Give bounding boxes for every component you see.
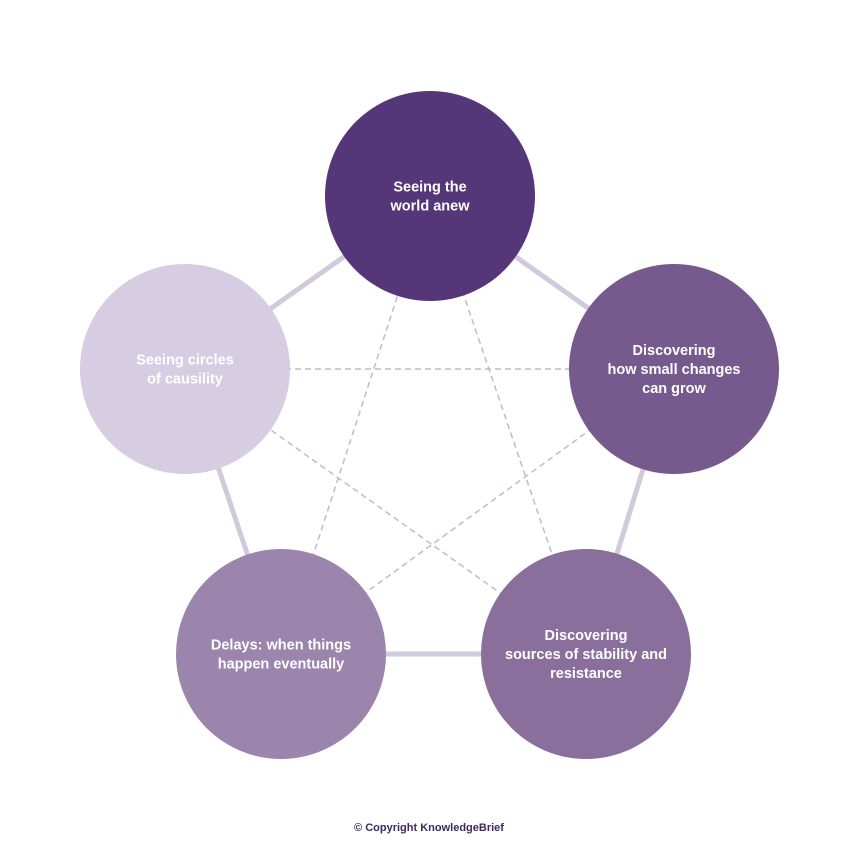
node-circle-right xyxy=(569,264,779,474)
node-label-bottom-right-line-2: resistance xyxy=(550,666,622,682)
node-circle-bottom-left xyxy=(176,549,386,759)
node-bottom-right: Discovering sources of stability and resis… xyxy=(481,549,691,759)
node-left: Seeing circles of causility xyxy=(80,264,290,474)
node-circle-top xyxy=(325,91,535,301)
node-label-bottom-right-line-1: sources of stability and xyxy=(505,647,667,663)
node-label-bottom-right-line-0: Discovering xyxy=(545,628,628,644)
node-label-right-line-2: can grow xyxy=(642,381,706,397)
node-right: Discovering how small changes can grow xyxy=(569,264,779,474)
node-label-right-line-0: Discovering xyxy=(633,343,716,359)
node-label-bottom-left-line-1: happen eventually xyxy=(218,657,345,673)
node-circle-left xyxy=(80,264,290,474)
node-label-top-line-1: world anew xyxy=(390,199,471,215)
node-bottom-left: Delays: when things happen eventually xyxy=(176,549,386,759)
node-label-left-line-1: of causility xyxy=(147,372,223,388)
node-label-right-line-1: how small changes xyxy=(608,362,741,378)
node-circle-bottom-right xyxy=(481,549,691,759)
node-top: Seeing the world anew xyxy=(325,91,535,301)
copyright-notice: © Copyright KnowledgeBrief xyxy=(354,822,504,834)
node-label-bottom-left-line-0: Delays: when things xyxy=(211,638,351,654)
node-label-top-line-0: Seeing the xyxy=(393,180,466,196)
node-label-left-line-0: Seeing circles xyxy=(136,353,234,369)
